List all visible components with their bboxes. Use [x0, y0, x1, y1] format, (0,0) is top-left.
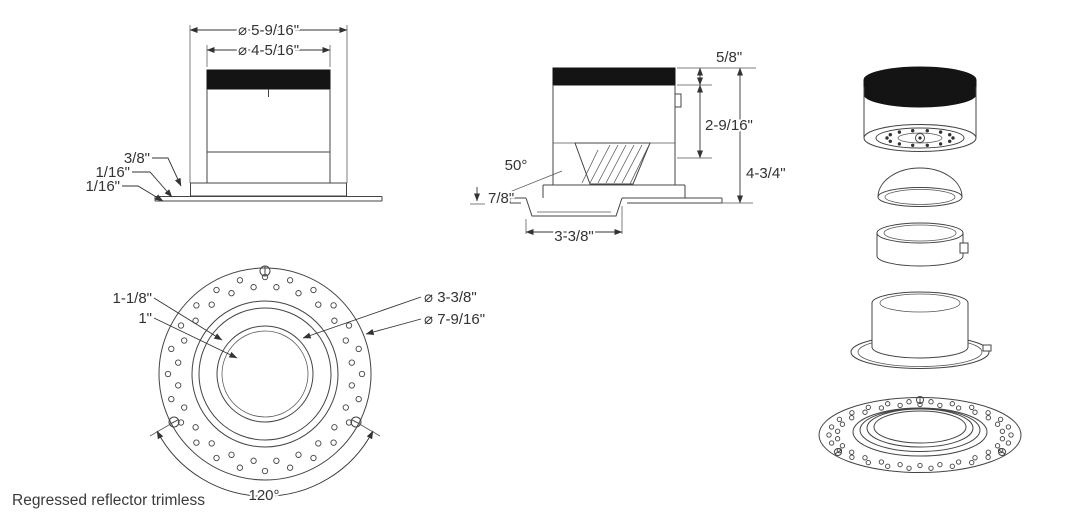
trim-plate-perforations	[826, 399, 1014, 471]
fixture-cap	[206, 69, 331, 90]
dim-label-outer-diameter: ⌀ 5-9/16"	[238, 22, 299, 39]
fixture-body	[206, 89, 331, 184]
dim-label-flange-height: 3/8"	[124, 150, 150, 167]
aperture-circle	[216, 325, 314, 423]
drawing-caption: Regressed reflector trimless	[12, 492, 205, 509]
dim-label-inner-diameter: ⌀ 4-5/16"	[238, 42, 299, 59]
dim-label-aperture-diameter: ⌀ 3-3/8"	[424, 289, 477, 306]
dim-label-trim-diameter: ⌀ 7-9/16"	[424, 311, 485, 328]
lens-dome	[877, 167, 963, 207]
led-array-dots	[885, 129, 955, 147]
dim-label-screw-angle: 120°	[248, 487, 279, 504]
trim-plate-outline	[158, 267, 372, 481]
spacer-ring	[876, 222, 969, 267]
regressed-aperture	[525, 197, 623, 217]
section-view: 5/8" 2-9/16" 4-3/4" 50° 7/8" 3-3/8"	[470, 47, 788, 247]
dim-label-offset-b: 1"	[138, 310, 152, 327]
dim-label-reveal-top: 1/16"	[95, 164, 130, 181]
gimbal-reflector	[574, 142, 651, 185]
led-module	[863, 66, 977, 152]
plate-perforations	[164, 273, 366, 475]
dim-label-aperture-width: 3-3/8"	[554, 228, 594, 245]
trim-flange	[190, 182, 347, 197]
plan-view: 1-1/8" 1" ⌀ 3-3/8" ⌀ 7-9/16" 120°	[110, 265, 487, 506]
section-cap	[552, 67, 676, 86]
dim-label-regression-depth: 7/8"	[488, 190, 514, 207]
dim-label-tilt-angle: 50°	[505, 157, 528, 174]
section-body	[552, 85, 676, 185]
dim-label-total-height: 4-3/4"	[746, 165, 786, 182]
mud-plate	[154, 196, 383, 202]
trim-plate-screws	[834, 396, 1006, 456]
dim-label-body-height: 2-9/16"	[705, 117, 753, 134]
dim-label-reveal-bottom: 1/16"	[85, 178, 120, 195]
reflector-housing	[850, 291, 992, 369]
exploded-trim-plate	[818, 396, 1022, 473]
exploded-view	[818, 66, 1022, 473]
dim-label-offset-a: 1-1/8"	[112, 290, 152, 307]
front-elevation-view: ⌀ 5-9/16" ⌀ 4-5/16" 3/8" 1/16" 1/16"	[83, 20, 383, 202]
dim-label-cap-height: 5/8"	[716, 49, 742, 66]
